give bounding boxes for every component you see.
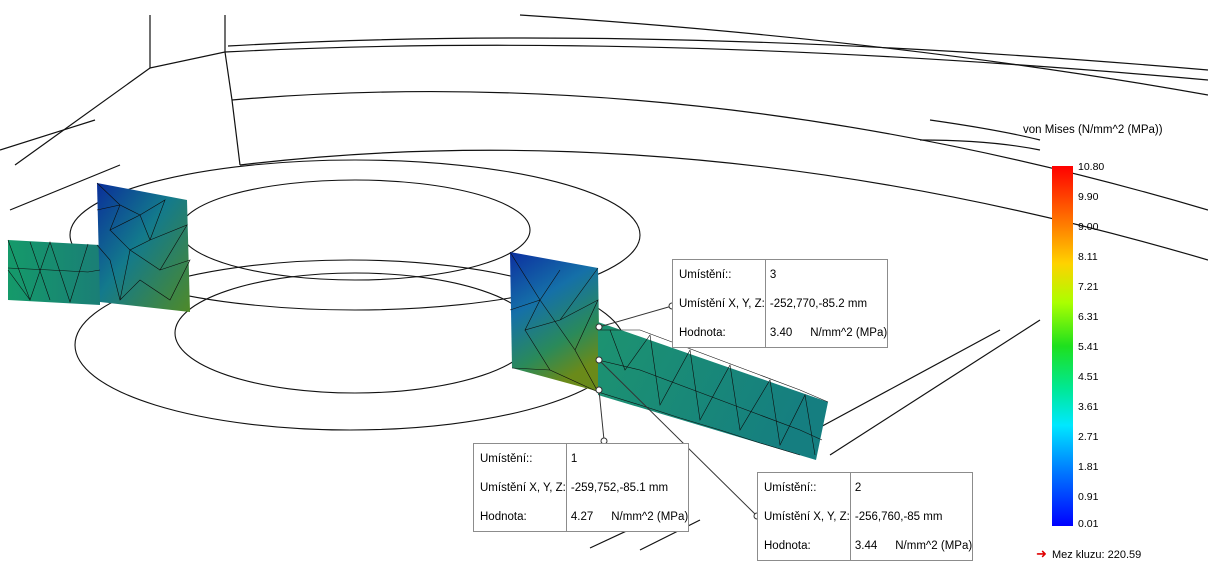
probe-location-label: Umístění:: [758, 473, 851, 502]
probe-leaders [598, 305, 758, 517]
colorbar-tick: 9.00 [1078, 221, 1099, 233]
probe-xyz-label: Umístění X, Y, Z: [758, 502, 851, 531]
colorbar-tick: 8.11 [1078, 251, 1098, 263]
probe-location-label: Umístění:: [474, 444, 567, 473]
legend-title: von Mises (N/mm^2 (MPa)) [1023, 124, 1163, 136]
stress-colorbar [1052, 166, 1073, 526]
yield-strength-label: Mez kluzu: 220.59 [1051, 549, 1142, 561]
colorbar-tick: 6.31 [1078, 311, 1099, 323]
colorbar-tick: 7.21 [1078, 281, 1099, 293]
probe-xyz-value: -252,770,-85.2 mm [769, 297, 868, 310]
probe-location-id: 1 [570, 452, 578, 465]
probe-xyz-label: Umístění X, Y, Z: [673, 289, 766, 318]
probe-value-label: Hodnota: [474, 502, 567, 531]
probe-info-box-2[interactable]: Umístění:: 2 Umístění X, Y, Z: -256,760,… [757, 472, 974, 561]
colorbar-tick: 0.91 [1078, 491, 1099, 503]
model-edges [0, 14, 1208, 551]
probe-xyz-label: Umístění X, Y, Z: [474, 473, 567, 502]
probe-value-label: Hodnota: [758, 531, 851, 560]
yield-strength-indicator: ➜ Mez kluzu: 220.59 [1036, 546, 1141, 562]
colorbar-tick: 4.51 [1078, 371, 1099, 383]
colorbar-tick: 10.80 [1078, 161, 1105, 173]
right-mesh-part [509, 251, 829, 460]
colorbar-tick: 2.71 [1078, 431, 1099, 443]
colorbar-tick: 9.90 [1078, 191, 1099, 203]
colorbar-tick: 3.61 [1078, 401, 1099, 413]
colorbar-tick: 1.81 [1078, 461, 1099, 473]
probe-value-label: Hodnota: [673, 318, 766, 347]
left-mesh-part [7, 182, 191, 312]
probe-xyz-value: -259,752,-85.1 mm [570, 481, 669, 494]
probe-info-box-1[interactable]: Umístění:: 1 Umístění X, Y, Z: -259,752,… [473, 443, 690, 532]
probe-location-id: 3 [769, 268, 777, 281]
colorbar-tick: 0.01 [1078, 518, 1099, 530]
colorbar-tick: 5.41 [1078, 341, 1099, 353]
red-arrow-icon: ➜ [1036, 546, 1047, 561]
probe-location-id: 2 [854, 481, 862, 494]
probe-location-label: Umístění:: [673, 260, 766, 289]
probe-xyz-value: -256,760,-85 mm [854, 510, 943, 523]
probe-info-box-3[interactable]: Umístění:: 3 Umístění X, Y, Z: -252,770,… [672, 259, 889, 348]
